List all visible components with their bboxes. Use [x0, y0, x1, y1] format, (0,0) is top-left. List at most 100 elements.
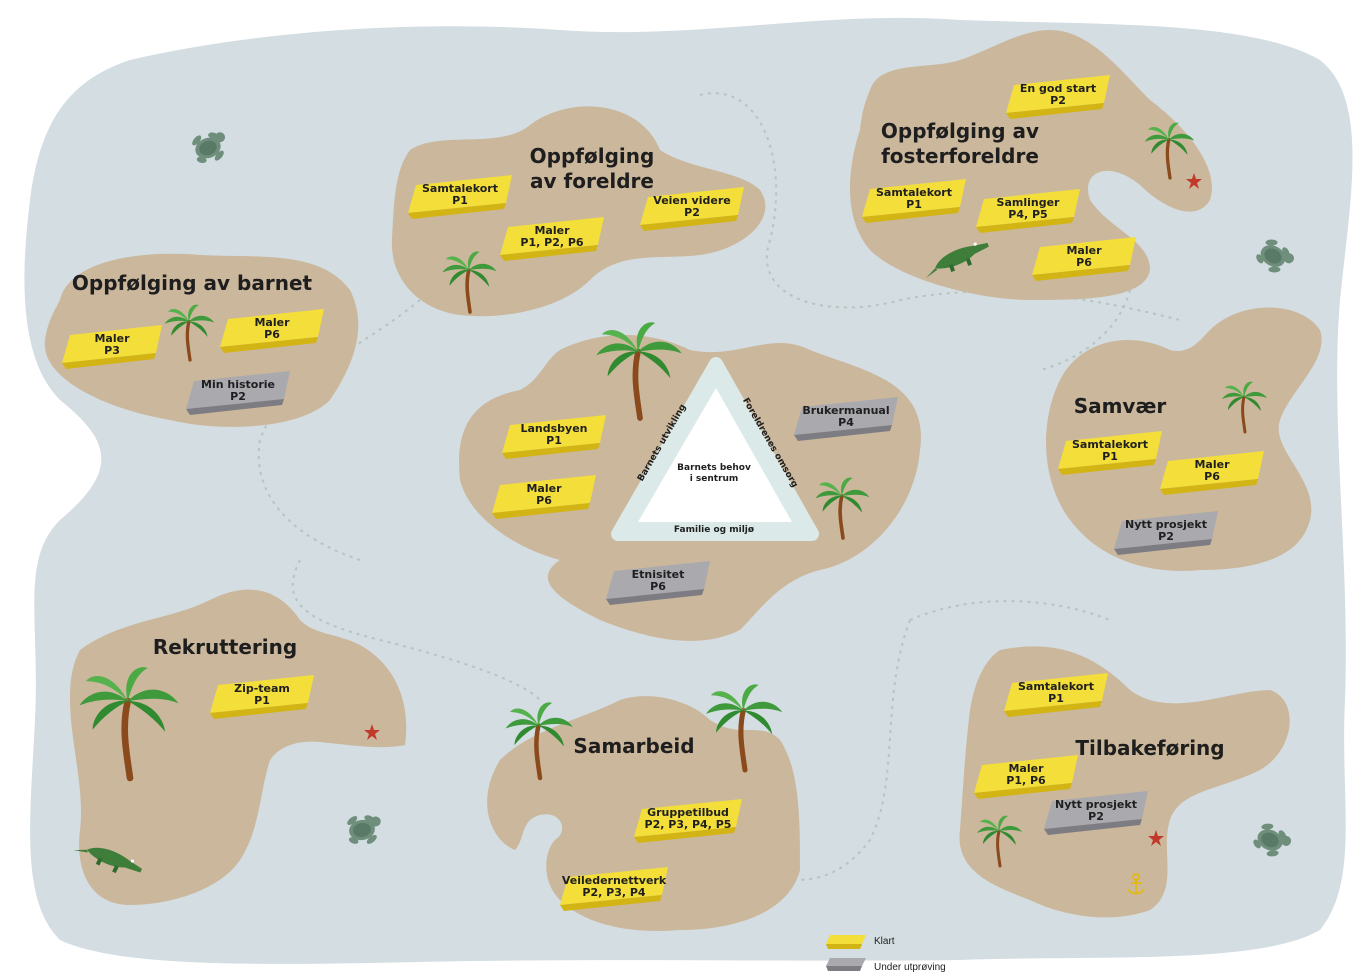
bar-sublabel: P1 — [452, 194, 468, 207]
bar-label: Maler — [534, 224, 570, 237]
title-samarbeid: Samarbeid — [573, 734, 694, 758]
title-foster-line-1: Oppfølging av — [881, 119, 1039, 143]
legend-utproving: Under utprøving — [826, 958, 946, 972]
gold-bar-icon — [62, 325, 162, 363]
bar-label: Maler — [254, 316, 290, 329]
gold-bar-icon — [1006, 75, 1110, 113]
legend: Klart Under utprøving — [826, 935, 946, 972]
gold-bar-icon — [500, 217, 604, 255]
title-rekruttering: Rekruttering — [153, 635, 297, 659]
gold-bar-icon — [640, 187, 744, 225]
bar-label: Maler — [1194, 458, 1230, 471]
gold-bar-icon — [502, 415, 606, 453]
bar-sublabel: P4, P5 — [1008, 208, 1047, 221]
bar-sublabel: P1 — [1102, 450, 1118, 463]
bar-label: En god start — [1020, 82, 1096, 95]
bar-sublabel: P2 — [1088, 810, 1104, 823]
bar-label: Min historie — [201, 378, 275, 391]
legend-klart: Klart — [826, 935, 895, 949]
title-foreldre-line-1: Oppfølging — [530, 144, 655, 168]
bar-label: Samtalekort — [1018, 680, 1094, 693]
gold-bar-icon — [220, 309, 324, 347]
bar-label: Samtalekort — [1072, 438, 1148, 451]
bar-sublabel: P6 — [264, 328, 280, 341]
bar-sublabel: P2, P3, P4, P5 — [645, 818, 732, 831]
legend-utproving-label: Under utprøving — [874, 962, 946, 972]
dotted-paths — [257, 92, 1181, 881]
triangle-center-line-1: Barnets behov — [677, 463, 751, 473]
bar-sublabel: P6 — [536, 494, 552, 507]
bar-label: Samlinger — [997, 196, 1061, 209]
gold-bar-icon — [1004, 673, 1108, 711]
decorations — [72, 120, 1299, 895]
bar-label: Landsbyen — [520, 422, 587, 435]
bar-sublabel: P6 — [1076, 256, 1092, 269]
grey-bar-icon — [1114, 511, 1218, 549]
title-samvaer: Samvær — [1074, 394, 1167, 418]
bar-label: Nytt prosjekt — [1125, 518, 1207, 531]
bar-label: Nytt prosjekt — [1055, 798, 1137, 811]
bar-sublabel: P2, P3, P4 — [582, 886, 646, 899]
island-samvaer — [1046, 307, 1322, 571]
bar-sublabel: P4 — [838, 416, 854, 429]
bar-sublabel: P6 — [650, 580, 666, 593]
bar-sublabel: P3 — [104, 344, 120, 357]
gold-bar-icon — [560, 867, 668, 905]
title-barnet: Oppfølging av barnet — [72, 271, 313, 295]
grey-bar-icon — [186, 371, 290, 409]
gold-bar-icon — [974, 755, 1078, 793]
grey-bar-icon — [794, 397, 898, 435]
bar-label: Maler — [94, 332, 130, 345]
bar-sublabel: P2 — [1050, 94, 1066, 107]
gold-bar-icon — [634, 799, 742, 837]
bar-sublabel: P1, P2, P6 — [520, 236, 584, 249]
title-foster-line-2: fosterforeldre — [881, 144, 1039, 168]
gold-bar-icon — [1032, 237, 1136, 275]
bar-sublabel: P1 — [546, 434, 562, 447]
island-tilbake — [959, 646, 1290, 918]
bar-label: Maler — [1008, 762, 1044, 775]
title-foreldre-line-2: av foreldre — [530, 169, 654, 193]
gold-bar-icon — [976, 189, 1080, 227]
gold-bar-icon — [210, 675, 314, 713]
bar-label: Brukermanual — [802, 404, 889, 417]
legend-klart-label: Klart — [874, 936, 895, 947]
bar-label: Veien videre — [653, 194, 730, 207]
grey-bar-icon — [826, 958, 866, 966]
bar-label: Maler — [526, 482, 562, 495]
bar-sublabel: P1 — [1048, 692, 1064, 705]
bar-sublabel: P2 — [230, 390, 246, 403]
island-titles: Oppfølging av barnet Oppfølging av forel… — [72, 119, 1225, 760]
bar-sublabel: P2 — [1158, 530, 1174, 543]
island-rekruttering — [70, 589, 407, 905]
gold-bar-icon — [1160, 451, 1264, 489]
gold-bar-icon — [1058, 431, 1162, 469]
bar-label: Gruppetilbud — [647, 806, 729, 819]
bar-label: Samtalekort — [876, 186, 952, 199]
bar-label: Maler — [1066, 244, 1102, 257]
grey-bar-icon — [1044, 791, 1148, 829]
bar-label: Samtalekort — [422, 182, 498, 195]
bar-label: Etnisitet — [632, 568, 685, 581]
